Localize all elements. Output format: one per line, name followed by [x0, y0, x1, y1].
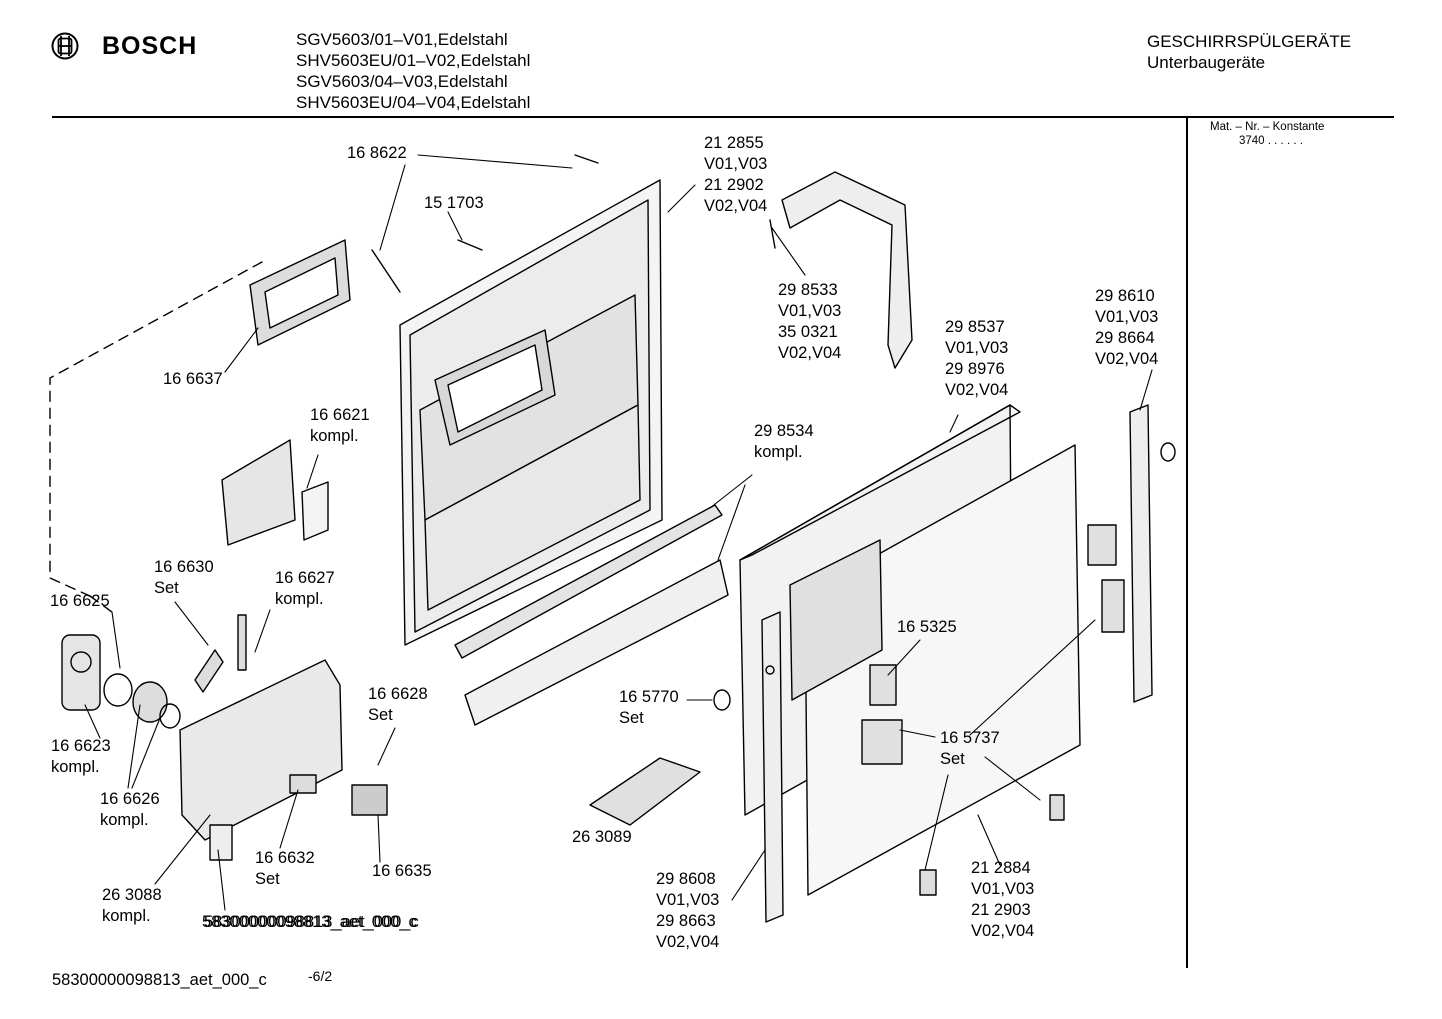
bracket-frame-166637 [249, 239, 351, 346]
door-inner-panel [399, 179, 663, 646]
leader-lines [84, 154, 1153, 911]
brand-name: BOSCH [102, 31, 198, 60]
handle-bracket [781, 171, 913, 369]
assembly-dashed-line [49, 261, 263, 613]
constant-label: Mat. – Nr. – Konstante [1210, 121, 1325, 133]
footer-page: -6/2 [308, 968, 333, 984]
front-panel-inner [789, 444, 1081, 896]
material-constant: Mat. – Nr. – Konstante 3740 . . . . . . [1210, 120, 1324, 148]
overlap-doc-reference: 58300000098813_aet_000_c [202, 913, 417, 931]
bottom-strip [454, 504, 729, 726]
small-hardware [194, 154, 1176, 896]
part-label-151703: 15 1703 [424, 194, 484, 212]
model-line: SGV5603/01–V01,Edelstahl [296, 30, 508, 49]
side-strip-left [761, 611, 784, 923]
cover-cap-166625 [61, 634, 101, 711]
part-label-165325: 16 5325 [897, 618, 957, 636]
model-list: SGV5603/01–V01,Edelstahl SHV5603EU/01–V0… [296, 29, 530, 113]
category-title: GESCHIRRSPÜLGERÄTE [1147, 32, 1352, 51]
category-block: GESCHIRRSPÜLGERÄTE Unterbaugeräte [1147, 31, 1351, 73]
part-label-263089: 26 3089 [572, 828, 632, 846]
overlap-doc-reference-shadow: 58300000098813_aet_000_c [204, 913, 419, 931]
seal-rings [103, 673, 181, 729]
part-label-166637: 16 6637 [163, 370, 223, 388]
part-label-166635: 16 6635 [372, 862, 432, 880]
dispenser-assembly [179, 659, 343, 841]
model-line: SGV5603/04–V03,Edelstahl [296, 72, 508, 91]
model-line: SHV5603EU/04–V04,Edelstahl [296, 93, 531, 112]
footer-doc-id: 58300000098813_aet_000_c [52, 971, 267, 989]
side-divider [1186, 116, 1188, 968]
brand-logo: BOSCH [50, 30, 197, 62]
part-label-168622: 16 8622 [347, 144, 407, 162]
part-label-166625: 16 6625 [50, 592, 110, 610]
header-divider [52, 116, 1394, 118]
constant-value: 3740 . . . . . . [1239, 135, 1303, 147]
model-line: SHV5603EU/01–V02,Edelstahl [296, 51, 531, 70]
category-subtitle: Unterbaugeräte [1147, 53, 1266, 72]
bosch-armature-icon [51, 32, 79, 60]
side-strip-right [1129, 404, 1153, 703]
filter-insert-166621 [221, 439, 329, 546]
